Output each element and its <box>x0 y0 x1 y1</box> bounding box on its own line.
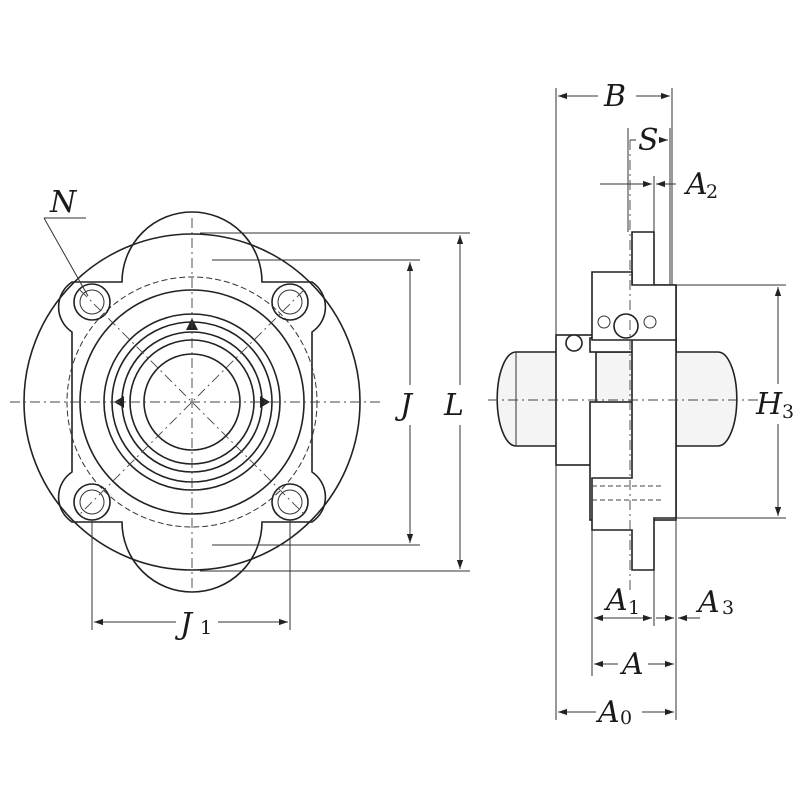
label-B: B <box>603 79 626 114</box>
label-A: A <box>619 647 644 682</box>
label-J1: J <box>174 607 194 642</box>
side-view <box>488 140 760 590</box>
label-A3-sub: 3 <box>722 597 734 619</box>
housing-lobed-outline <box>57 211 327 593</box>
diag-centerline-1 <box>79 289 305 515</box>
label-J: J <box>394 388 414 423</box>
label-A2-sub: 2 <box>706 181 718 203</box>
label-H3: H <box>755 387 783 422</box>
diag-centerline-2 <box>79 289 305 515</box>
dimension-A3: A 3 <box>656 518 734 720</box>
bolt-hole-top-right <box>271 283 309 321</box>
dimension-A: A <box>594 647 674 682</box>
setscrew-icon <box>565 334 583 352</box>
dimension-B: B <box>555 79 673 335</box>
dimension-S: S <box>627 123 671 285</box>
dimension-N: N <box>43 185 89 297</box>
dimension-A1: A 1 <box>591 530 655 676</box>
label-A2: A <box>683 167 708 202</box>
label-H3-sub: 3 <box>782 401 794 423</box>
label-A0-sub: 0 <box>620 707 632 729</box>
label-A1-sub: 1 <box>628 597 640 619</box>
label-N: N <box>49 185 78 220</box>
front-view <box>10 211 380 593</box>
dimension-A0: A 0 <box>555 465 674 730</box>
label-S: S <box>638 123 659 158</box>
bolt-hole-bottom-right <box>271 483 309 521</box>
dimension-H3: H 3 <box>676 284 794 519</box>
label-A3: A <box>695 585 720 620</box>
label-J1-sub: 1 <box>200 617 212 639</box>
label-L: L <box>443 388 464 423</box>
label-A0: A <box>595 695 620 730</box>
dimension-L: L <box>200 232 470 572</box>
label-A1: A <box>603 583 628 618</box>
bolt-hole-top-left <box>73 283 111 321</box>
dimension-A2: A 2 <box>600 167 718 232</box>
ball-icon <box>613 313 639 339</box>
